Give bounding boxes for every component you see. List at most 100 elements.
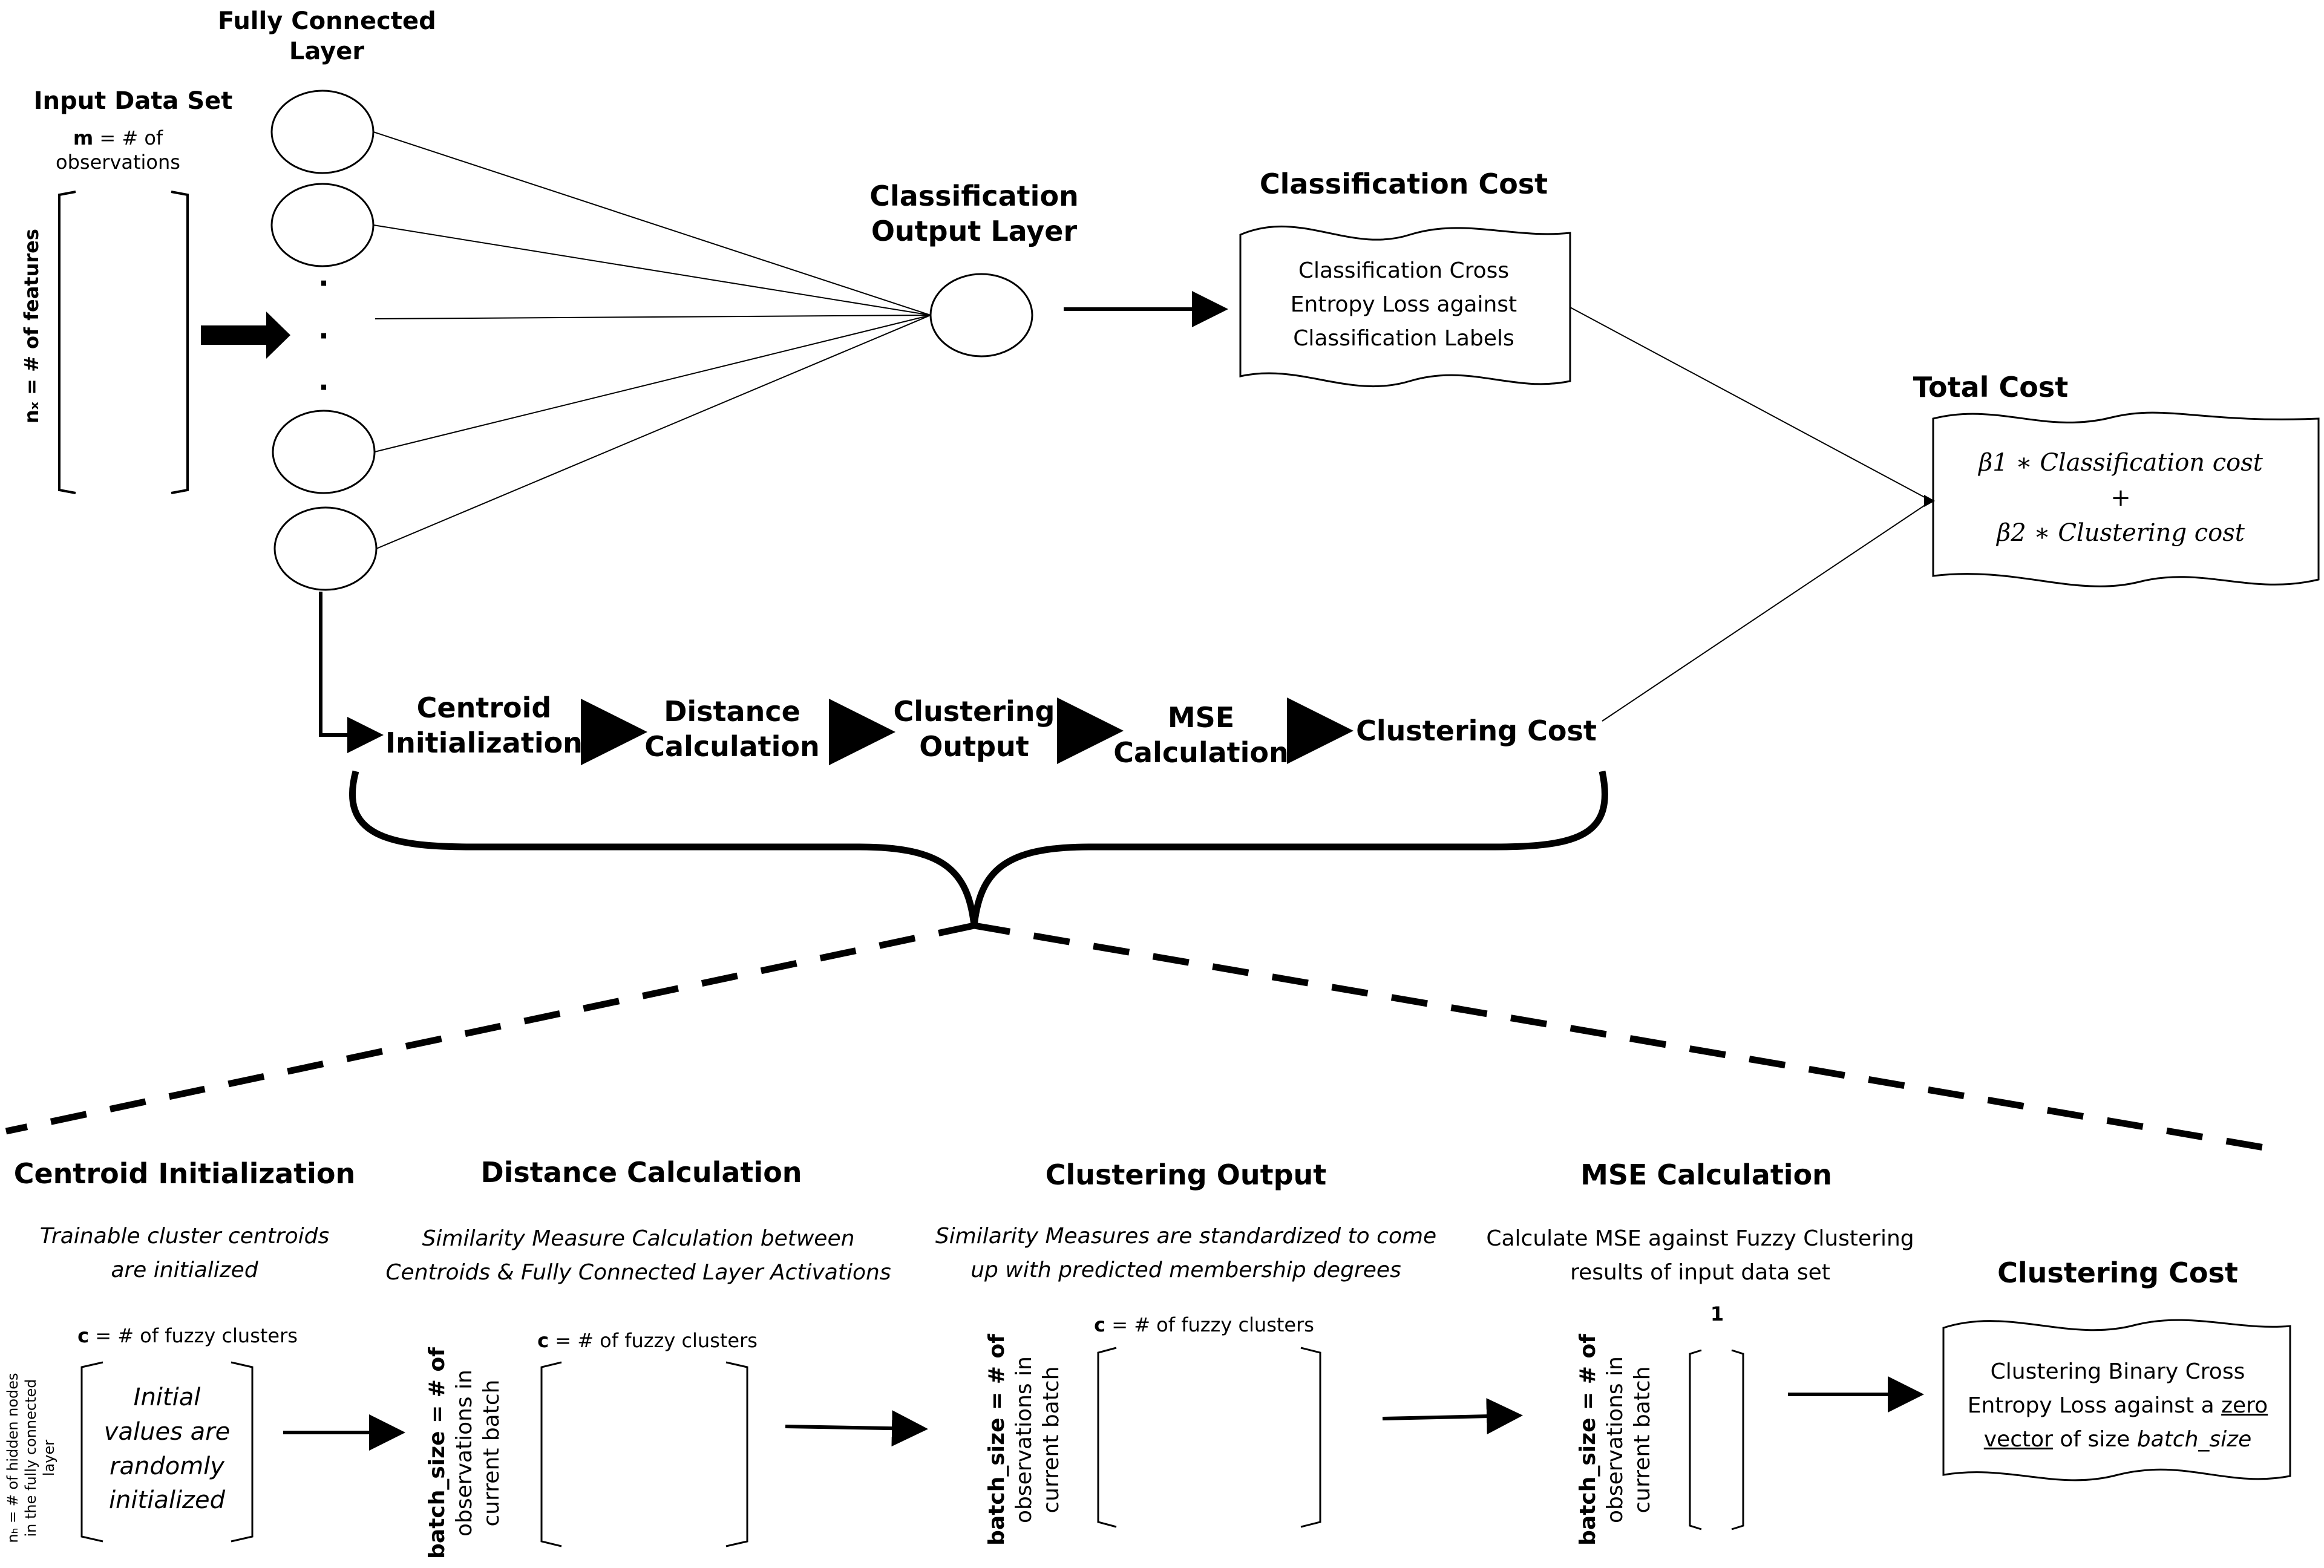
clustering-cost-text: Clustering Binary Cross Entropy Loss aga… <box>1949 1355 2286 1456</box>
fc-node-4 <box>273 506 378 591</box>
m-symbol: m <box>73 126 94 149</box>
centroid-matrix-right-bracket <box>231 1361 254 1543</box>
classification-cost-box <box>1239 225 1571 388</box>
m-rest-2: observations <box>56 151 180 174</box>
centroid-matrix-line4: initialized <box>108 1486 226 1515</box>
centroid-c-symbol: c <box>77 1324 90 1347</box>
clustering-cost-detail-title: Clustering Cost <box>1997 1256 2238 1289</box>
mse-batch-symbol: batch_size <box>1576 1417 1600 1546</box>
clustering-matrix-right-bracket <box>1300 1347 1321 1528</box>
flow-clustering-output-line2: Output <box>919 730 1029 763</box>
clustering-batch-rest: = # of <box>984 1334 1009 1418</box>
centroid-detail-title: Centroid Initialization <box>13 1157 356 1190</box>
clustering-cost-line3b: of size <box>2052 1426 2137 1452</box>
input-arrow-shaft <box>201 325 267 345</box>
nh-label-line3: layer <box>41 1439 57 1477</box>
nx-features-label: nₓ = # of features <box>20 229 43 423</box>
distance-desc-line2: Centroids & Fully Connected Layer Activa… <box>385 1259 891 1285</box>
distance-matrix-left-bracket <box>540 1361 562 1547</box>
input-matrix-right-bracket <box>171 191 189 494</box>
clustering-cost-line1: Clustering Binary Cross <box>1990 1359 2245 1384</box>
centroid-desc-line1: Trainable cluster centroids <box>39 1224 330 1249</box>
clustering-cost-zero: zero <box>2221 1393 2268 1418</box>
classification-cost-line1: Classification Cross <box>1298 258 1510 283</box>
fc-dot-3: · <box>318 371 329 403</box>
total-cost-formula-line1: β1 ∗ Classification cost <box>1979 449 2263 477</box>
m-observations-label: m = # of observations <box>36 126 200 174</box>
centroid-c-label: c = # of fuzzy clusters <box>61 1324 315 1348</box>
flow-centroid-line2: Initialization <box>385 726 583 759</box>
centroid-matrix-line1: Initial <box>133 1383 201 1411</box>
distance-batch-label: batch_size = # of observations in curren… <box>424 1338 505 1568</box>
fc-dot-2: · <box>318 319 329 352</box>
classification-output-title-line1: Classification <box>869 180 1079 212</box>
clustering-c-symbol: c <box>1094 1313 1106 1336</box>
flow-mse-calculation: MSE Calculation <box>1113 701 1289 770</box>
distance-batch-symbol: batch_size <box>425 1431 450 1559</box>
clustering-batch-line2: observations in <box>1012 1356 1036 1523</box>
mse-one-label: 1 <box>1710 1302 1724 1325</box>
distance-batch-line2: observations in <box>452 1370 477 1537</box>
total-cost-box <box>1932 411 2320 587</box>
dashed-line-left <box>5 922 975 1135</box>
centroid-matrix-left-bracket <box>80 1361 103 1543</box>
clustering-output-detail-desc: Similarity Measures are standardized to … <box>895 1220 1476 1287</box>
centroid-desc-line2: are initialized <box>111 1257 258 1282</box>
distance-c-label: c = # of fuzzy clusters <box>520 1328 774 1353</box>
clustering-batch-label: batch_size = # of observations in curren… <box>983 1325 1065 1555</box>
flow-distance-line2: Calculation <box>644 730 820 763</box>
mse-detail-desc: Calculate MSE against Fuzzy Clustering r… <box>1452 1222 1948 1290</box>
m-rest: = # of <box>93 126 163 149</box>
clustering-batch-line3: current batch <box>1039 1366 1064 1514</box>
distance-detail-desc: Similarity Measure Calculation between C… <box>339 1222 938 1290</box>
flow-centroid-initialization: Centroid Initialization <box>381 691 587 760</box>
input-matrix-left-bracket <box>58 191 76 494</box>
clustering-cost-batch-size: batch_size <box>2136 1426 2252 1452</box>
distance-batch-line3: current batch <box>479 1379 504 1527</box>
distance-desc-line1: Similarity Measure Calculation between <box>422 1226 855 1251</box>
distance-matrix-right-bracket <box>725 1361 748 1547</box>
fc-to-centroid-connector <box>319 592 384 753</box>
total-cost-formula-line3: β2 ∗ Clustering cost <box>1997 519 2245 547</box>
fc-dot-1: · <box>318 267 329 299</box>
clustering-batch-symbol: batch_size <box>984 1417 1009 1546</box>
total-cost-formula: β1 ∗ Classification cost + β2 ∗ Clusteri… <box>1939 445 2302 550</box>
total-cost-formula-line2: + <box>2110 484 2131 512</box>
input-data-title: Input Data Set <box>33 87 233 115</box>
curly-brace <box>349 770 1608 926</box>
nh-label-line2: in the fully connected <box>22 1379 39 1537</box>
clustering-c-rest: = # of fuzzy clusters <box>1105 1313 1314 1336</box>
distance-c-rest: = # of fuzzy clusters <box>549 1329 758 1352</box>
flow-distance-calculation: Distance Calculation <box>641 694 823 764</box>
mse-batch-rest: = # of <box>1576 1334 1600 1418</box>
fc-layer-title-line2: Layer <box>289 38 365 65</box>
line-cluster-to-total <box>1602 500 1932 722</box>
classification-output-title-line2: Output Layer <box>871 214 1078 247</box>
mse-matrix-left-bracket <box>1689 1349 1702 1530</box>
classification-cost-text: Classification Cross Entropy Loss agains… <box>1246 254 1561 355</box>
clustering-cost-line2a: Entropy Loss against a <box>1967 1393 2222 1418</box>
flow-clustering-output: Clustering Output <box>889 694 1059 764</box>
dashed-line-right <box>974 922 2268 1152</box>
fc-node-2 <box>270 183 375 267</box>
total-cost-title: Total Cost <box>1913 371 2069 403</box>
clustering-output-desc-line2: up with predicted membership degrees <box>971 1257 1401 1282</box>
flow-mse-line2: Calculation <box>1113 736 1289 769</box>
distance-batch-rest: = # of <box>425 1347 450 1431</box>
classification-cost-line2: Entropy Loss against <box>1290 292 1517 317</box>
clustering-cost-box <box>1942 1319 2291 1481</box>
fc-node-3 <box>272 410 376 494</box>
nh-hidden-nodes-label: nₕ = # of hidden nodes in the fully conn… <box>4 1358 58 1558</box>
centroid-matrix-text: Initial values are randomly initialized <box>85 1380 249 1518</box>
input-arrow-head <box>266 312 290 359</box>
nh-label-line1: nₕ = # of hidden nodes <box>4 1373 21 1543</box>
fc-layer-title-line1: Fully Connected <box>218 7 436 35</box>
mse-detail-title: MSE Calculation <box>1580 1158 1832 1191</box>
mse-batch-line3: current batch <box>1630 1366 1655 1514</box>
classification-cost-line3: Classification Labels <box>1293 325 1514 351</box>
mse-batch-label: batch_size = # of observations in curren… <box>1574 1325 1656 1555</box>
classification-cost-title: Classification Cost <box>1259 168 1548 200</box>
clustering-output-desc-line1: Similarity Measures are standardized to … <box>935 1224 1437 1249</box>
clustering-matrix-left-bracket <box>1097 1347 1117 1528</box>
